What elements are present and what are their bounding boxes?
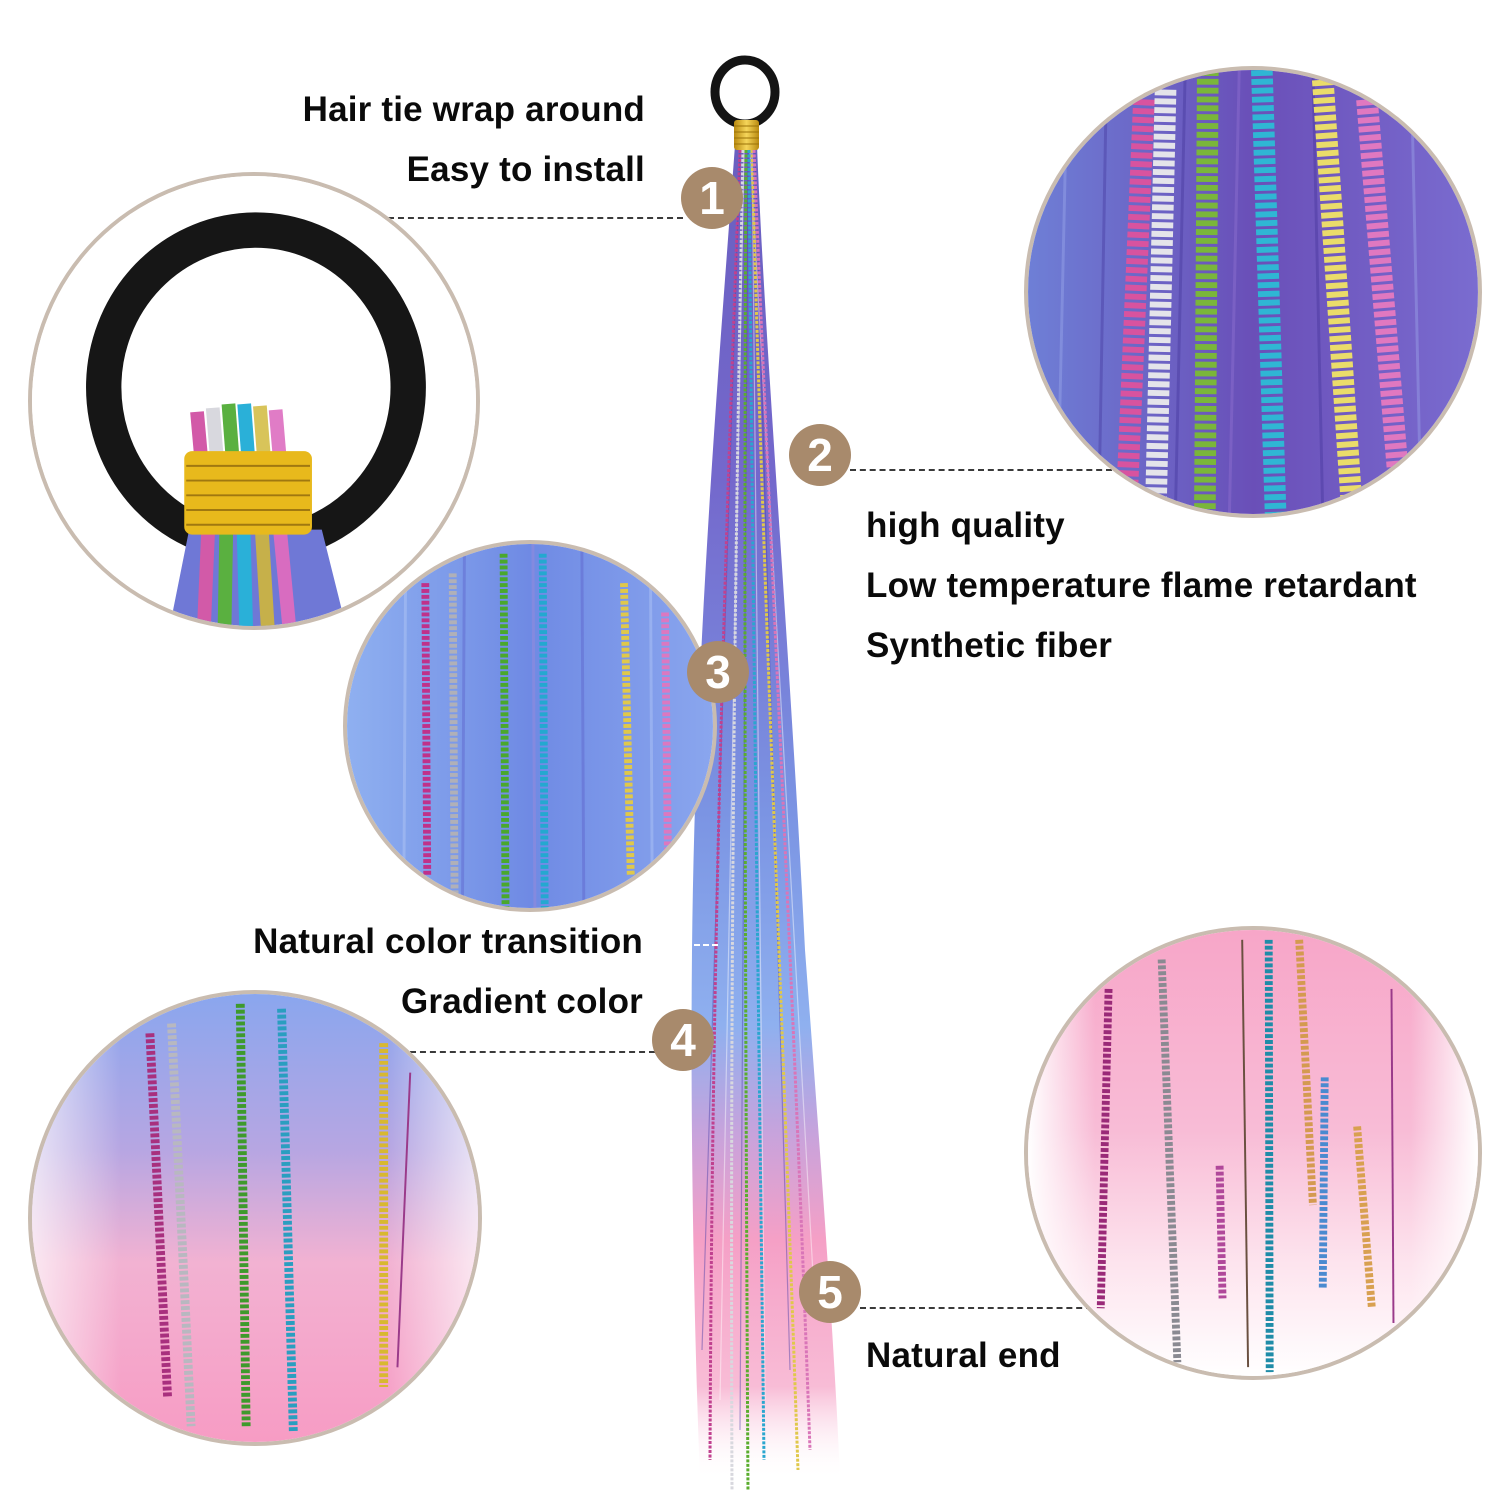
- feature-4-inner-connector: [676, 944, 718, 946]
- gradient-closeup-circle: [28, 990, 482, 1446]
- blue-strands-closeup-image: [347, 544, 713, 908]
- feature-2-line-3: Synthetic fiber: [866, 626, 1113, 665]
- feature-4-line-2: Gradient color: [400, 982, 643, 1021]
- feature-5-connector: [860, 1307, 1092, 1309]
- feature-2-line-2: Low temperature flame retardant: [866, 566, 1417, 605]
- feature-3-badge: 3: [687, 641, 749, 703]
- ponytail-product-image: [640, 50, 870, 1496]
- gradient-closeup-image: [32, 994, 478, 1442]
- feature-2-badge: 2: [789, 424, 851, 486]
- feature-1-connector: [388, 217, 683, 219]
- hair-tie-closeup-image: [32, 176, 476, 626]
- natural-end-closeup-circle: [1024, 926, 1482, 1380]
- feature-4-connector: [410, 1051, 655, 1053]
- fiber-closeup-image: [1028, 70, 1478, 514]
- feature-5-badge: 5: [799, 1261, 861, 1323]
- feature-2-line-1: high quality: [866, 506, 1065, 545]
- feature-4-line-1: Natural color transition: [253, 922, 643, 961]
- feature-1-badge: 1: [681, 167, 743, 229]
- hair-tie-closeup-circle: [28, 172, 480, 630]
- feature-1-line-1: Hair tie wrap around: [302, 90, 645, 129]
- feature-4-badge: 4: [652, 1009, 714, 1071]
- feature-2-connector: [850, 469, 1112, 471]
- blue-strands-closeup-circle: [343, 540, 717, 912]
- feature-5-line-1: Natural end: [866, 1336, 1061, 1375]
- natural-end-closeup-image: [1028, 930, 1478, 1376]
- feature-1-line-2: Easy to install: [406, 150, 645, 189]
- fiber-closeup-circle: [1024, 66, 1482, 518]
